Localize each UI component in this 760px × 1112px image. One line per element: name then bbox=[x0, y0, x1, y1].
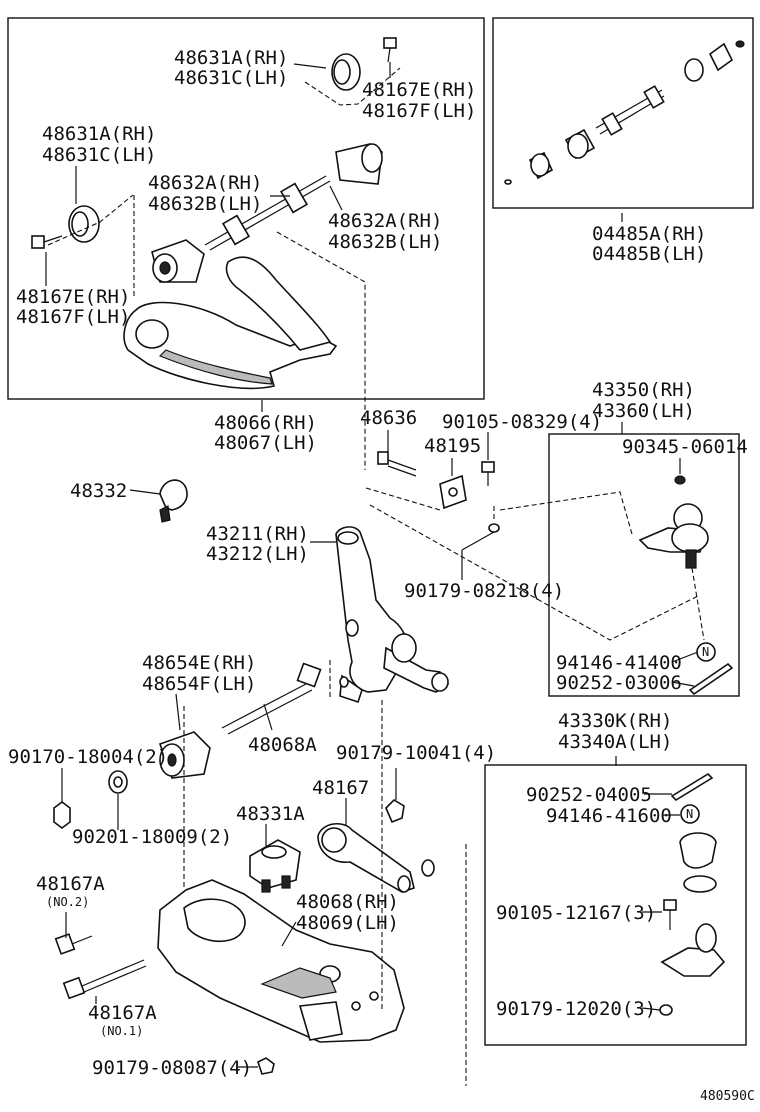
label-94146-41400: 94146-41400 bbox=[556, 652, 682, 674]
label-48632b-lh-right: 48632B(LH) bbox=[328, 231, 442, 253]
label-48331a: 48331A bbox=[236, 803, 305, 825]
label-48195: 48195 bbox=[424, 435, 481, 457]
upper-arm-group-box bbox=[7, 17, 485, 400]
upper-ball-joint-parts bbox=[638, 475, 734, 696]
label-48631a-rh: 48631A(RH) bbox=[174, 47, 288, 69]
label-48631c-lh-left: 48631C(LH) bbox=[42, 144, 156, 166]
label-90179-08087: 90179-08087(4) bbox=[92, 1057, 252, 1079]
bushing-kit-parts bbox=[504, 40, 745, 222]
lower-arm-parts bbox=[53, 662, 467, 1086]
leader-lines bbox=[45, 62, 699, 1068]
label-48167f-lh-left: 48167F(LH) bbox=[16, 306, 130, 328]
label-43350-rh: 43350(RH) bbox=[592, 379, 695, 401]
bump-stopper-48332 bbox=[159, 479, 188, 523]
label-94146-41600: 94146-41600 bbox=[546, 805, 672, 827]
upper-ball-joint-group-box bbox=[548, 433, 740, 697]
label-48632a-rh: 48632A(RH) bbox=[148, 172, 262, 194]
part-number-labels: 48631A(RH) 48631C(LH) 48167E(RH) 48167F(… bbox=[8, 47, 755, 1104]
n-marker-lower: N bbox=[686, 807, 693, 821]
label-48654f-lh: 48654F(LH) bbox=[142, 673, 256, 695]
label-90252-03006: 90252-03006 bbox=[556, 672, 682, 694]
label-90179-12020: 90179-12020(3) bbox=[496, 998, 656, 1020]
label-90179-10041: 90179-10041(4) bbox=[336, 742, 496, 764]
label-48068-rh: 48068(RH) bbox=[296, 891, 399, 913]
label-90105-12167: 90105-12167(3) bbox=[496, 902, 656, 924]
label-no2: (NO.2) bbox=[46, 895, 89, 909]
label-48167a-no1: 48167A bbox=[88, 1002, 157, 1024]
steering-knuckle bbox=[329, 504, 701, 704]
label-90345-06014: 90345-06014 bbox=[622, 436, 748, 458]
label-90179-08218: 90179-08218(4) bbox=[404, 580, 564, 602]
n-marker-upper: N bbox=[702, 645, 709, 659]
diagram-code: 480590C bbox=[700, 1089, 755, 1104]
label-48332: 48332 bbox=[70, 480, 127, 502]
bracket-parts bbox=[365, 451, 633, 535]
label-48167a-no2: 48167A bbox=[36, 873, 105, 895]
label-48167f-lh-top: 48167F(LH) bbox=[362, 100, 476, 122]
label-90252-04005: 90252-04005 bbox=[526, 784, 652, 806]
label-48067-lh: 48067(LH) bbox=[214, 432, 317, 454]
label-90105-08329: 90105-08329(4) bbox=[442, 411, 602, 433]
bushing-kit-group-box bbox=[492, 17, 754, 209]
label-43340a-lh: 43340A(LH) bbox=[558, 731, 672, 753]
label-48167e-rh-left: 48167E(RH) bbox=[16, 286, 130, 308]
label-43211-rh: 43211(RH) bbox=[206, 523, 309, 545]
label-04485b-lh: 04485B(LH) bbox=[592, 243, 706, 265]
label-90201-18009: 90201-18009(2) bbox=[72, 826, 232, 848]
label-no1: (NO.1) bbox=[100, 1024, 143, 1038]
label-48654e-rh: 48654E(RH) bbox=[142, 652, 256, 674]
label-48167: 48167 bbox=[312, 777, 369, 799]
label-43212-lh: 43212(LH) bbox=[206, 543, 309, 565]
label-48632b-lh: 48632B(LH) bbox=[148, 193, 262, 215]
label-48167e-rh-top: 48167E(RH) bbox=[362, 79, 476, 101]
label-48636: 48636 bbox=[360, 407, 417, 429]
label-48631a-rh-left: 48631A(RH) bbox=[42, 123, 156, 145]
label-43360-lh: 43360(LH) bbox=[592, 400, 695, 422]
label-48068a: 48068A bbox=[248, 734, 317, 756]
label-04485a-rh: 04485A(RH) bbox=[592, 223, 706, 245]
label-90170-18004: 90170-18004(2) bbox=[8, 746, 168, 768]
label-48066-rh: 48066(RH) bbox=[214, 412, 317, 434]
lower-ball-joint-parts bbox=[659, 772, 726, 1016]
upper-arm-parts bbox=[31, 37, 401, 470]
label-48631c-lh: 48631C(LH) bbox=[174, 67, 288, 89]
label-48069-lh: 48069(LH) bbox=[296, 912, 399, 934]
label-43330k-rh: 43330K(RH) bbox=[558, 710, 672, 732]
label-48632a-rh-right: 48632A(RH) bbox=[328, 210, 442, 232]
